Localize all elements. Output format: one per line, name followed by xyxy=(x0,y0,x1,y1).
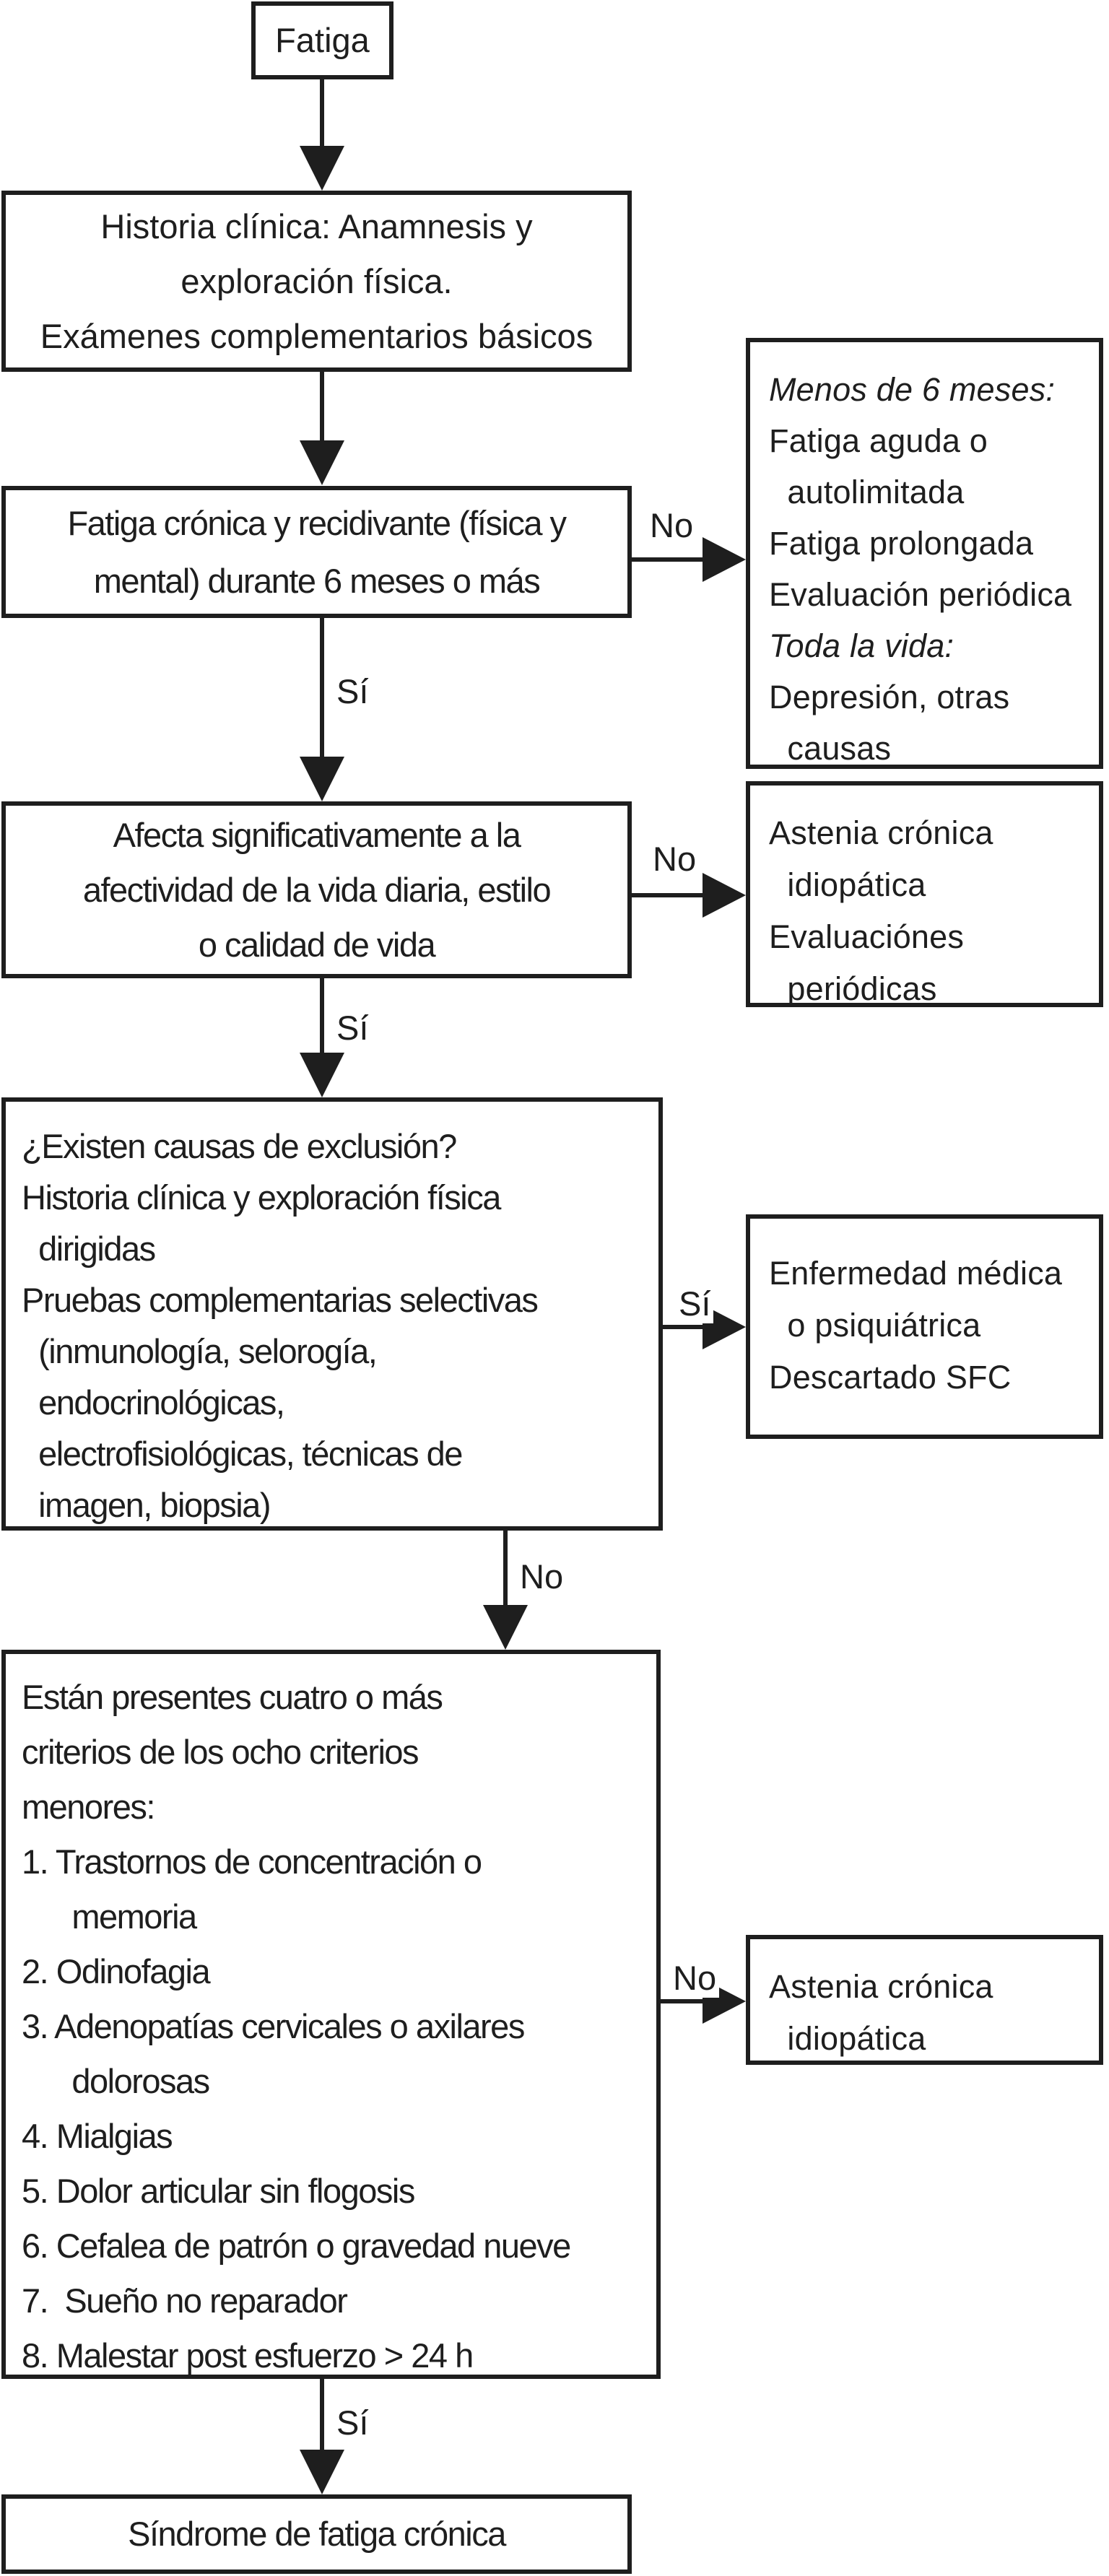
arrowhead-down-icon xyxy=(300,146,344,191)
edge-label-si: Sí xyxy=(334,1008,372,1048)
arrowhead-down-icon xyxy=(300,2450,344,2494)
text-line: Afecta significativamente a la xyxy=(113,815,521,854)
node-fatiga-cronica-recidivante: Fatiga crónica y recidivante (física y me… xyxy=(1,486,632,618)
text-line: Síndrome de fatiga crónica xyxy=(128,2515,506,2553)
text-line: periódicas xyxy=(769,970,937,1007)
node-menos-de-6-meses: Menos de 6 meses: Fatiga aguda o autolimi… xyxy=(746,338,1103,769)
text-line: ¿Existen causas de exclusión? xyxy=(22,1127,457,1165)
text-line: afectividad de la vida diaria, estilo xyxy=(82,870,552,909)
text-line: 4. Mialgias xyxy=(22,2117,173,2155)
text-line: exploración física. xyxy=(181,261,453,300)
arrowhead-down-icon xyxy=(483,1605,528,1650)
text-line: Fatiga xyxy=(275,21,370,59)
text-line: criterios de los ocho criterios xyxy=(22,1733,419,1771)
text-line: 7. Sueño no reparador xyxy=(22,2281,348,2320)
text-line: Fatiga aguda o xyxy=(769,422,988,459)
text-line: idiopática xyxy=(769,2020,926,2057)
text-line: 1. Trastornos de concentración o xyxy=(22,1842,482,1881)
edge-label-si: Sí xyxy=(676,1284,714,1323)
text-line: o psiquiátrica xyxy=(769,1307,981,1344)
edge-label-si: Sí xyxy=(334,2403,372,2442)
arrow-line-exclusion-to-enfermedad xyxy=(663,1325,703,1329)
arrow-line-fatiga-to-historia xyxy=(320,79,324,147)
arrow-line-cronica-to-afecta xyxy=(320,618,324,757)
text-line: 8. Malestar post esfuerzo > 24 h xyxy=(22,2336,474,2375)
text-line: Historia clínica: Anamnesis y xyxy=(100,206,533,245)
text-line: Astenia crónica xyxy=(769,1968,993,2005)
text-line: endocrinológicas, xyxy=(22,1383,285,1422)
edge-label-si: Sí xyxy=(334,671,372,711)
text-line: dolorosas xyxy=(22,2062,210,2100)
node-fatiga: Fatiga xyxy=(251,1,393,79)
arrowhead-down-icon xyxy=(300,1053,344,1097)
arrow-line-historia-to-cronica xyxy=(320,372,324,441)
text-line: Astenia crónica xyxy=(769,814,993,851)
text-line: dirigidas xyxy=(22,1230,156,1268)
text-line: Están presentes cuatro o más xyxy=(22,1678,443,1716)
text-line: Enfermedad médica xyxy=(769,1255,1063,1292)
text-line: Fatiga crónica y recidivante (física y xyxy=(67,503,567,542)
text-line: Historia clínica y exploración física xyxy=(22,1178,501,1217)
node-causas-exclusion: ¿Existen causas de exclusión? Historia cl… xyxy=(1,1097,663,1531)
text-line: Pruebas complementarias selectivas xyxy=(22,1281,539,1319)
edge-label-no: No xyxy=(647,505,697,545)
edge-label-no: No xyxy=(670,1958,720,1998)
node-historia-clinica: Historia clínica: Anamnesis y exploración… xyxy=(1,191,632,372)
text-line: Descartado SFC xyxy=(769,1359,1012,1396)
text-line: 6. Cefalea de patrón o gravedad nueve xyxy=(22,2227,571,2265)
text-line: 3. Adenopatías cervicales o axilares xyxy=(22,2007,525,2045)
arrow-line-criterios-to-astenia2 xyxy=(661,1999,703,2003)
text-line: (inmunología, selorogía, xyxy=(22,1332,378,1370)
text-line: autolimitada xyxy=(769,474,965,510)
edge-label-no: No xyxy=(650,839,700,879)
arrow-line-criterios-to-sindrome xyxy=(320,2379,324,2450)
arrow-line-cronica-to-menos6 xyxy=(632,557,703,562)
arrowhead-right-icon xyxy=(703,873,746,918)
text-line: idiopática xyxy=(769,866,926,903)
edge-label-no: No xyxy=(517,1557,567,1596)
text-line: Toda la vida: xyxy=(769,627,954,664)
text-line: Fatiga prolongada xyxy=(769,525,1034,562)
text-line: 5. Dolor articular sin flogosis xyxy=(22,2172,415,2210)
text-line: electrofisiológicas, técnicas de xyxy=(22,1435,463,1473)
text-line: Evaluación periódica xyxy=(769,576,1072,613)
arrowhead-right-icon xyxy=(703,537,746,582)
arrow-line-exclusion-to-criterios xyxy=(503,1531,508,1605)
arrow-line-afecta-to-exclusion xyxy=(320,978,324,1053)
node-afecta-vida-diaria: Afecta significativamente a la afectivida… xyxy=(1,801,632,978)
text-line: causas xyxy=(769,730,892,767)
text-line: Depresión, otras xyxy=(769,679,1010,715)
text-line: menores: xyxy=(22,1788,155,1826)
text-line: o calidad de vida xyxy=(198,925,436,964)
node-sindrome-fatiga-cronica: Síndrome de fatiga crónica xyxy=(1,2494,632,2574)
text-line: imagen, biopsia) xyxy=(22,1486,271,1524)
text-line: Evaluaciónes xyxy=(769,918,965,955)
node-astenia-cronica-idiopatica: Astenia crónica idiopática xyxy=(746,1935,1103,2065)
text-line: 2. Odinofagia xyxy=(22,1952,211,1990)
text-line: memoria xyxy=(22,1897,197,1936)
text-line: Exámenes complementarios básicos xyxy=(40,316,593,355)
arrowhead-down-icon xyxy=(300,757,344,801)
node-criterios-menores: Están presentes cuatro o más criterios de… xyxy=(1,1650,661,2379)
arrowhead-down-icon xyxy=(300,440,344,485)
arrow-line-afecta-to-astenia1 xyxy=(632,893,703,897)
text-line: mental) durante 6 meses o más xyxy=(93,561,541,600)
text-line: Menos de 6 meses: xyxy=(769,371,1056,408)
